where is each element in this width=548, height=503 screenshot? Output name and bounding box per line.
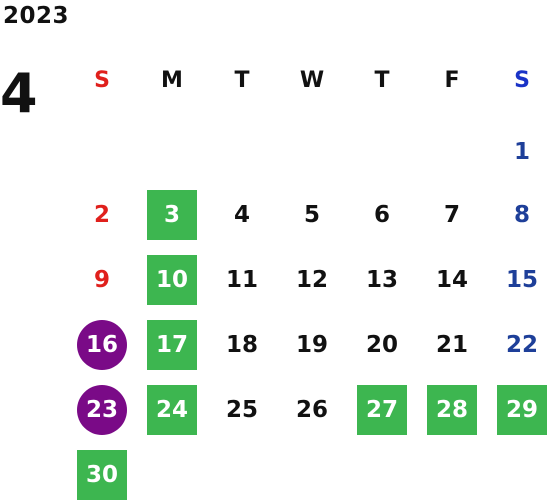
day-26[interactable]: 26 [295, 397, 328, 423]
day-6[interactable]: 6 [373, 202, 390, 228]
day-28[interactable]: 28 [427, 385, 477, 435]
day-20[interactable]: 20 [365, 332, 398, 358]
weekday-header-0: S [94, 68, 110, 93]
weekday-header-3: W [299, 68, 325, 93]
day-3[interactable]: 3 [147, 190, 197, 240]
day-9[interactable]: 9 [93, 267, 110, 293]
day-5[interactable]: 5 [303, 202, 320, 228]
year-label: 2023 [3, 3, 70, 29]
day-27[interactable]: 27 [357, 385, 407, 435]
day-13[interactable]: 13 [365, 267, 398, 293]
day-19[interactable]: 19 [295, 332, 328, 358]
day-17[interactable]: 17 [147, 320, 197, 370]
day-2[interactable]: 2 [93, 202, 110, 228]
day-8[interactable]: 8 [513, 202, 530, 228]
day-14[interactable]: 14 [435, 267, 468, 293]
day-18[interactable]: 18 [225, 332, 258, 358]
weekday-header-6: S [514, 68, 530, 93]
weekday-header-4: T [374, 68, 390, 93]
day-11[interactable]: 11 [225, 267, 258, 293]
weekday-header-1: M [161, 68, 183, 93]
weekday-header-5: F [444, 68, 460, 93]
month-number: 4 [0, 62, 38, 125]
day-7[interactable]: 7 [443, 202, 460, 228]
day-12[interactable]: 12 [295, 267, 328, 293]
weekday-header-2: T [234, 68, 250, 93]
day-25[interactable]: 25 [225, 397, 258, 423]
day-15[interactable]: 15 [505, 267, 538, 293]
day-30[interactable]: 30 [77, 450, 127, 500]
day-1[interactable]: 1 [513, 139, 530, 165]
day-29[interactable]: 29 [497, 385, 547, 435]
day-24[interactable]: 24 [147, 385, 197, 435]
day-23[interactable]: 23 [77, 385, 127, 435]
day-16[interactable]: 16 [77, 320, 127, 370]
day-10[interactable]: 10 [147, 255, 197, 305]
day-22[interactable]: 22 [505, 332, 538, 358]
day-4[interactable]: 4 [233, 202, 250, 228]
day-21[interactable]: 21 [435, 332, 468, 358]
